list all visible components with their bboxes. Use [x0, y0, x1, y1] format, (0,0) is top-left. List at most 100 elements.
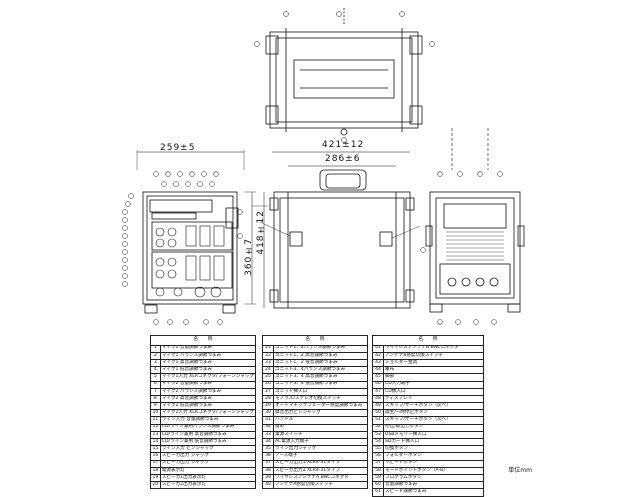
part-number: 46	[372, 380, 384, 389]
part-name: ユニット3、4バランス調節つまみ	[273, 366, 368, 375]
part-number: 17	[150, 459, 161, 468]
part-number: 6	[150, 380, 161, 389]
part-number: 61	[372, 488, 384, 497]
part-name: ワイヤレスアンテナA BNCコネクタ	[273, 473, 368, 483]
part-number: 25	[262, 373, 274, 382]
panel-callouts	[122, 171, 243, 325]
dim-height-outer: 418±12	[256, 210, 266, 255]
part-number: 24	[262, 366, 274, 375]
part-name: CD/ライン兼用 高音調節つまみ	[159, 430, 257, 440]
part-number: 19	[150, 473, 161, 483]
part-number: 44	[372, 366, 384, 375]
part-name: ライン入力 ピンジャック	[159, 445, 257, 454]
part-number: 28	[262, 394, 274, 404]
part-number: 40	[262, 481, 274, 490]
part-number: 14	[150, 438, 161, 447]
part-name: スピード調節つまみ	[383, 488, 484, 497]
part-name: 脚部	[383, 373, 484, 382]
front-view	[252, 151, 421, 309]
part-name: 覆布	[383, 366, 484, 375]
part-name: CD挿入口	[383, 387, 484, 396]
part-number: 38	[262, 466, 274, 475]
part-number: 48	[372, 394, 384, 404]
part-name: 電源表示灯	[159, 466, 257, 475]
part-number: 10	[150, 409, 161, 418]
part-name: ユニット3、4 高音調節つまみ	[273, 373, 368, 382]
part-name: 留め	[273, 423, 368, 432]
part-name: フォルダーボタン	[383, 452, 484, 461]
part-name: マイク1 低音調節つまみ	[159, 366, 257, 375]
part-number: 18	[150, 466, 161, 475]
table-header: 名 称	[150, 335, 256, 346]
part-name: アンテナB感度切換スイッチ	[383, 351, 484, 360]
part-number: 26	[262, 380, 274, 389]
part-number: 9	[150, 402, 161, 411]
part-number: 12	[150, 423, 161, 432]
part-number: 3	[150, 358, 161, 368]
part-name: マイク1入力 XLRコネクタ/フォーンジャック	[159, 373, 257, 382]
part-name: ショルダー金具	[383, 358, 484, 368]
part-name: 音量調節つまみ	[383, 481, 484, 490]
part-number: 32	[262, 423, 274, 432]
dim-side-width: 259±5	[160, 143, 196, 153]
part-name: ディスプレイ	[383, 394, 484, 404]
part-name: スピーカ出力1 XLR4-31タイプ	[273, 459, 368, 468]
part-number: 21	[262, 344, 274, 353]
part-number: 51	[372, 416, 384, 425]
technical-drawing	[122, 8, 525, 325]
part-name: 切換ボタン	[383, 445, 484, 454]
part-name: スピーカ1出力表示灯	[159, 473, 257, 483]
part-name: スピーカ出力2 XLR4-31タイプ	[273, 466, 368, 475]
part-name: CD入力端子	[383, 380, 484, 389]
part-number: 49	[372, 402, 384, 411]
part-name: CD/ライン兼用バランス調節つまみ	[159, 423, 257, 432]
part-number: 13	[150, 430, 161, 440]
part-number: 8	[150, 394, 161, 404]
part-number: 16	[150, 452, 161, 461]
part-number: 41	[372, 344, 384, 353]
part-name: ユニット1、2 低音調節つまみ	[273, 358, 368, 368]
part-number: 2	[150, 351, 161, 360]
part-number: 5	[150, 373, 161, 382]
part-number: 7	[150, 387, 161, 396]
top-view	[265, 8, 423, 136]
part-number: 54	[372, 438, 384, 447]
part-number: 20	[150, 481, 161, 490]
part-number: 22	[262, 351, 274, 360]
part-name: 電源スイッチ	[273, 430, 368, 440]
part-name: 録音出力ピンジャック	[273, 409, 368, 418]
part-name: 再生/一時停止ボタン	[383, 409, 484, 418]
part-number: 15	[150, 445, 161, 454]
part-number: 35	[262, 445, 274, 454]
part-name: スキップ/サーチボタン（次へ）	[383, 416, 484, 425]
part-number: 60	[372, 481, 384, 490]
dim-height-inner: 360±7	[244, 238, 254, 276]
part-name: SDカード挿入口	[383, 438, 484, 447]
part-name: オートマチックフェーダー感度調節つまみ	[273, 402, 368, 411]
